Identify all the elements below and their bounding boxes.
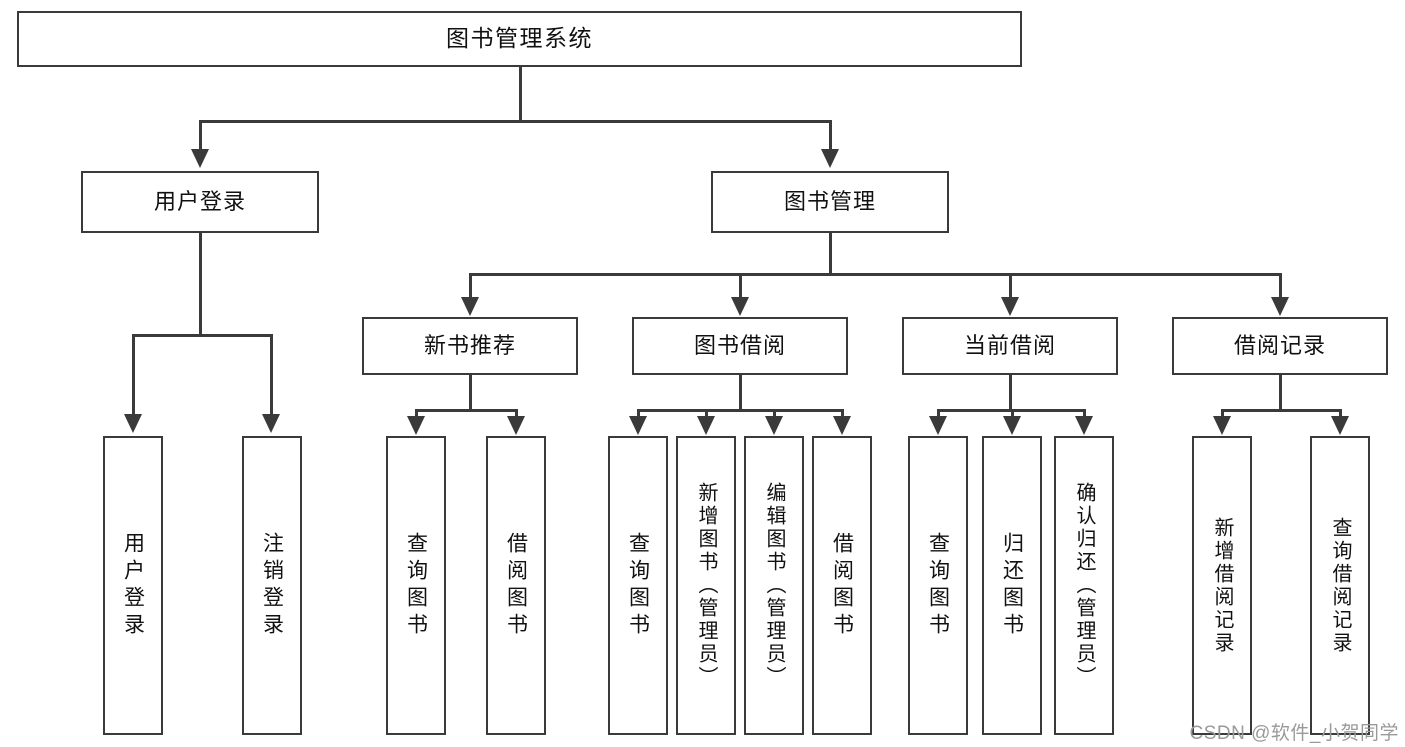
connector-bb-leaf-2 [705,409,708,419]
connector-br-leaf-1 [1221,409,1224,419]
connector-nbr-leaf-2 [515,409,518,419]
node-book-borrow[interactable]: 图书借阅 [632,317,848,375]
node-label: 注销登录 [260,531,284,640]
leaf-add-borrow-record[interactable]: 新增借阅记录 [1192,436,1252,735]
connector-new-book-recommend-bus [416,409,518,412]
arrow-icon-user-login-leaf-1 [124,414,142,433]
connector-to-new-book-recommend [469,273,472,299]
node-book-management[interactable]: 图书管理 [711,171,949,233]
leaf-return-book[interactable]: 归还图书 [982,436,1042,735]
node-borrow-record[interactable]: 借阅记录 [1172,317,1388,375]
leaf-user-logout[interactable]: 注销登录 [242,436,302,735]
arrow-icon-to-current-borrow [1001,297,1019,316]
connector-user-login-stem [199,233,202,337]
connector-book-management-stem [829,233,832,275]
leaf-borrow-book[interactable]: 借阅图书 [812,436,872,735]
connector-borrow-record-bus [1222,409,1342,412]
node-root-book-management-system[interactable]: 图书管理系统 [17,11,1022,67]
node-label: 图书管理 [783,189,876,215]
arrow-icon-to-borrow-record [1271,297,1289,316]
node-label: 归还图书 [1000,531,1024,640]
node-user-login[interactable]: 用户登录 [81,171,319,233]
leaf-query-book-current[interactable]: 查询图书 [908,436,968,735]
connector-root-to-user-login [199,120,202,151]
arrow-icon-user-login-leaf-2 [262,414,280,433]
arrow-icon-to-new-book-recommend [461,297,479,316]
leaf-confirm-return-admin[interactable]: 确认归还（管理员） [1054,436,1114,735]
leaf-edit-book-admin[interactable]: 编辑图书（管理员） [744,436,804,735]
connector-br-leaf-2 [1339,409,1342,419]
leaf-query-book-recommend[interactable]: 查询图书 [386,436,446,735]
connector-to-borrow-record [1279,273,1282,299]
connector-user-login-to-leaf-2 [270,334,273,416]
connector-user-login-bus [133,334,272,337]
connector-cb-leaf-3 [1083,409,1086,419]
node-new-book-recommend[interactable]: 新书推荐 [362,317,578,375]
arrow-icon-bb-leaf-1 [629,416,647,435]
leaf-user-login[interactable]: 用户登录 [103,436,163,735]
arrow-icon-cb-leaf-2 [1003,416,1021,435]
node-label: 查询借阅记录 [1329,516,1351,655]
node-label: 借阅记录 [1233,333,1326,359]
arrow-icon-nbr-leaf-1 [407,416,425,435]
arrow-icon-bb-leaf-3 [765,416,783,435]
connector-book-management-bus [469,273,1281,276]
arrow-icon-to-book-borrow [731,297,749,316]
arrow-icon-cb-leaf-3 [1075,416,1093,435]
node-label: 借阅图书 [504,531,528,640]
connector-bb-leaf-1 [637,409,640,419]
arrow-icon-bb-leaf-4 [833,416,851,435]
connector-new-book-recommend-stem [469,375,472,411]
node-label: 新书推荐 [423,333,516,359]
leaf-borrow-book-recommend[interactable]: 借阅图书 [486,436,546,735]
watermark-text: CSDN @软件_小贺同学 [1189,723,1399,744]
leaf-query-borrow-record[interactable]: 查询借阅记录 [1310,436,1370,735]
node-label: 图书管理系统 [446,25,593,52]
connector-root-to-book-management [829,120,832,151]
connector-cb-leaf-1 [937,409,940,419]
node-current-borrow[interactable]: 当前借阅 [902,317,1118,375]
node-label: 新增借阅记录 [1211,516,1233,655]
connector-nbr-leaf-1 [415,409,418,419]
arrow-icon-br-leaf-2 [1331,416,1349,435]
arrow-icon-cb-leaf-1 [929,416,947,435]
node-label: 图书借阅 [693,333,786,359]
connector-book-borrow-stem [739,375,742,411]
node-label: 当前借阅 [963,333,1056,359]
connector-to-book-borrow [739,273,742,299]
connector-bb-leaf-3 [773,409,776,419]
node-label: 编辑图书（管理员） [763,482,785,689]
node-label: 查询图书 [404,531,428,640]
node-label: 确认归还（管理员） [1073,482,1095,689]
node-label: 查询图书 [626,531,650,640]
arrow-icon-root-to-book-management [821,149,839,168]
node-label: 用户登录 [121,531,145,640]
node-label: 查询图书 [926,531,950,640]
connector-current-borrow-stem [1009,375,1012,411]
connector-cb-leaf-2 [1011,409,1014,419]
connector-root-bus [199,120,831,123]
arrow-icon-nbr-leaf-2 [507,416,525,435]
leaf-query-book-borrow[interactable]: 查询图书 [608,436,668,735]
leaf-add-book-admin[interactable]: 新增图书（管理员） [676,436,736,735]
node-label: 借阅图书 [830,531,854,640]
connector-bb-leaf-4 [841,409,844,419]
connector-borrow-record-stem [1279,375,1282,411]
arrow-icon-bb-leaf-2 [697,416,715,435]
connector-user-login-to-leaf-1 [132,334,135,416]
connector-to-current-borrow [1009,273,1012,299]
arrow-icon-root-to-user-login [191,149,209,168]
arrow-icon-br-leaf-1 [1213,416,1231,435]
node-label: 新增图书（管理员） [695,482,717,689]
connector-book-borrow-bus [638,409,842,412]
node-label: 用户登录 [153,189,246,215]
connector-root-stem [519,67,522,122]
